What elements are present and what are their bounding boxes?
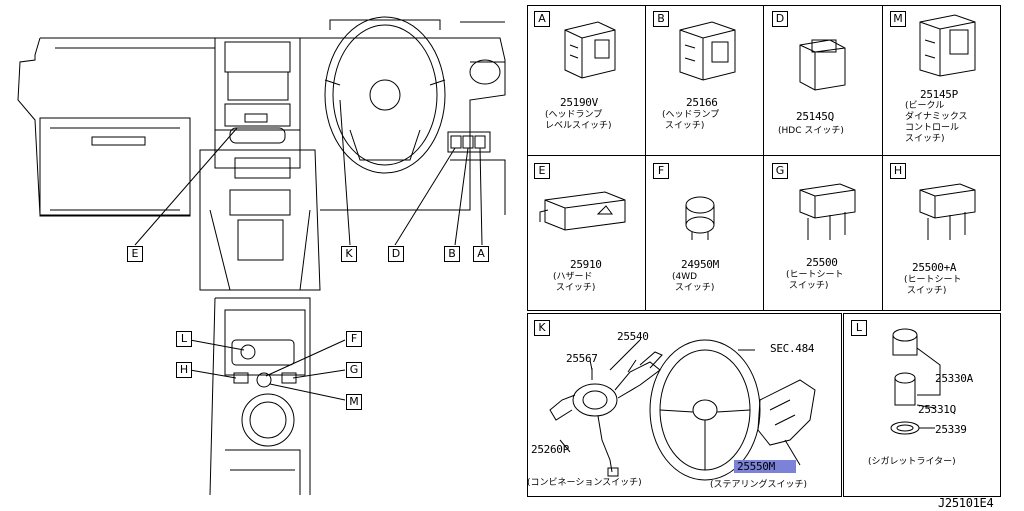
switch-drawing-b — [679, 21, 736, 81]
cell-e-part-number[interactable]: 25910 — [570, 258, 602, 271]
switch-drawing-m — [919, 14, 976, 77]
callout-d[interactable]: D — [388, 246, 404, 262]
combination-switch-drawing — [549, 339, 663, 477]
switch-drawing-f — [685, 196, 715, 240]
cell-b-letter: B — [653, 11, 669, 27]
switch-drawing-h — [919, 183, 976, 240]
callout-f[interactable]: F — [346, 331, 362, 347]
cell-h-letter: H — [890, 163, 906, 179]
cell-g-description: (ヒートシート スイッチ) — [786, 270, 844, 291]
cell-g-letter: G — [772, 163, 788, 179]
callout-l[interactable]: L — [176, 331, 192, 347]
grid-line — [763, 5, 764, 311]
cell-a-description: (ヘッドランプ レベルスイッチ) — [545, 110, 612, 131]
cell-g-part-number[interactable]: 25500 — [806, 256, 838, 269]
part-25330a[interactable]: 25330A — [935, 372, 973, 385]
cell-b-part-number[interactable]: 25166 — [686, 96, 718, 109]
cigarette-lighter-drawing — [890, 328, 941, 435]
part-25540[interactable]: 25540 — [617, 330, 649, 343]
cell-f-part-number[interactable]: 24950M — [681, 258, 719, 271]
cell-f-description: (4WD スイッチ) — [672, 272, 715, 293]
switch-drawing-d — [799, 39, 846, 91]
cell-a-part-number[interactable]: 25190V — [560, 96, 598, 109]
grid-line — [527, 155, 1001, 156]
cell-k-description-right: (ステアリングスイッチ) — [710, 480, 808, 490]
cell-k-description-left: (コンビネーションスイッチ) — [527, 478, 642, 488]
callout-g[interactable]: G — [346, 362, 362, 378]
cell-m-description: (ビークル ダイナミックス コントロール スイッチ) — [905, 101, 968, 144]
callout-a[interactable]: A — [473, 246, 489, 262]
cell-e-description: (ハザード スイッチ) — [553, 272, 596, 293]
right-panel-frame — [527, 5, 1001, 311]
callout-m[interactable]: M — [346, 394, 362, 410]
callout-e[interactable]: E — [127, 246, 143, 262]
part-25550m-highlighted[interactable]: 25550M — [734, 460, 796, 473]
cell-m-letter: M — [890, 11, 906, 27]
switch-drawing-e — [539, 191, 626, 231]
switch-drawing-a — [564, 21, 616, 79]
cell-h-description: (ヒートシート スイッチ) — [904, 275, 962, 296]
cell-d-description: (HDC スイッチ) — [778, 126, 844, 136]
cell-k-letter: K — [534, 320, 550, 336]
cell-d-letter: D — [772, 11, 788, 27]
switch-drawing-g — [799, 183, 856, 240]
bottom-k-frame — [527, 313, 842, 497]
steering-wheel-drawing — [649, 339, 816, 481]
cell-m-part-number[interactable]: 25145P — [920, 88, 958, 101]
cell-h-part-number[interactable]: 25500+A — [912, 261, 957, 274]
dashboard-drawing — [17, 16, 506, 291]
console-drawing — [189, 297, 346, 496]
diagram-code: J25101E4 — [938, 496, 994, 510]
cell-l-description: (シガレットライター) — [868, 457, 956, 467]
part-25567[interactable]: 25567 — [566, 352, 598, 365]
cell-f-letter: F — [653, 163, 669, 179]
callout-k[interactable]: K — [341, 246, 357, 262]
callout-h[interactable]: H — [176, 362, 192, 378]
part-25339[interactable]: 25339 — [935, 423, 967, 436]
cell-e-letter: E — [534, 163, 550, 179]
grid-line — [882, 5, 883, 311]
callout-b[interactable]: B — [444, 246, 460, 262]
bottom-l-frame — [843, 313, 1001, 497]
part-25260p[interactable]: 25260P — [531, 443, 569, 456]
grid-line — [645, 5, 646, 311]
sec-reference[interactable]: SEC.484 — [770, 342, 815, 355]
part-25331q[interactable]: 25331Q — [918, 403, 956, 416]
cell-a-letter: A — [534, 11, 550, 27]
cell-b-description: (ヘッドランプ スイッチ) — [662, 110, 720, 131]
cell-d-part-number[interactable]: 25145Q — [796, 110, 834, 123]
cell-l-letter: L — [851, 320, 867, 336]
